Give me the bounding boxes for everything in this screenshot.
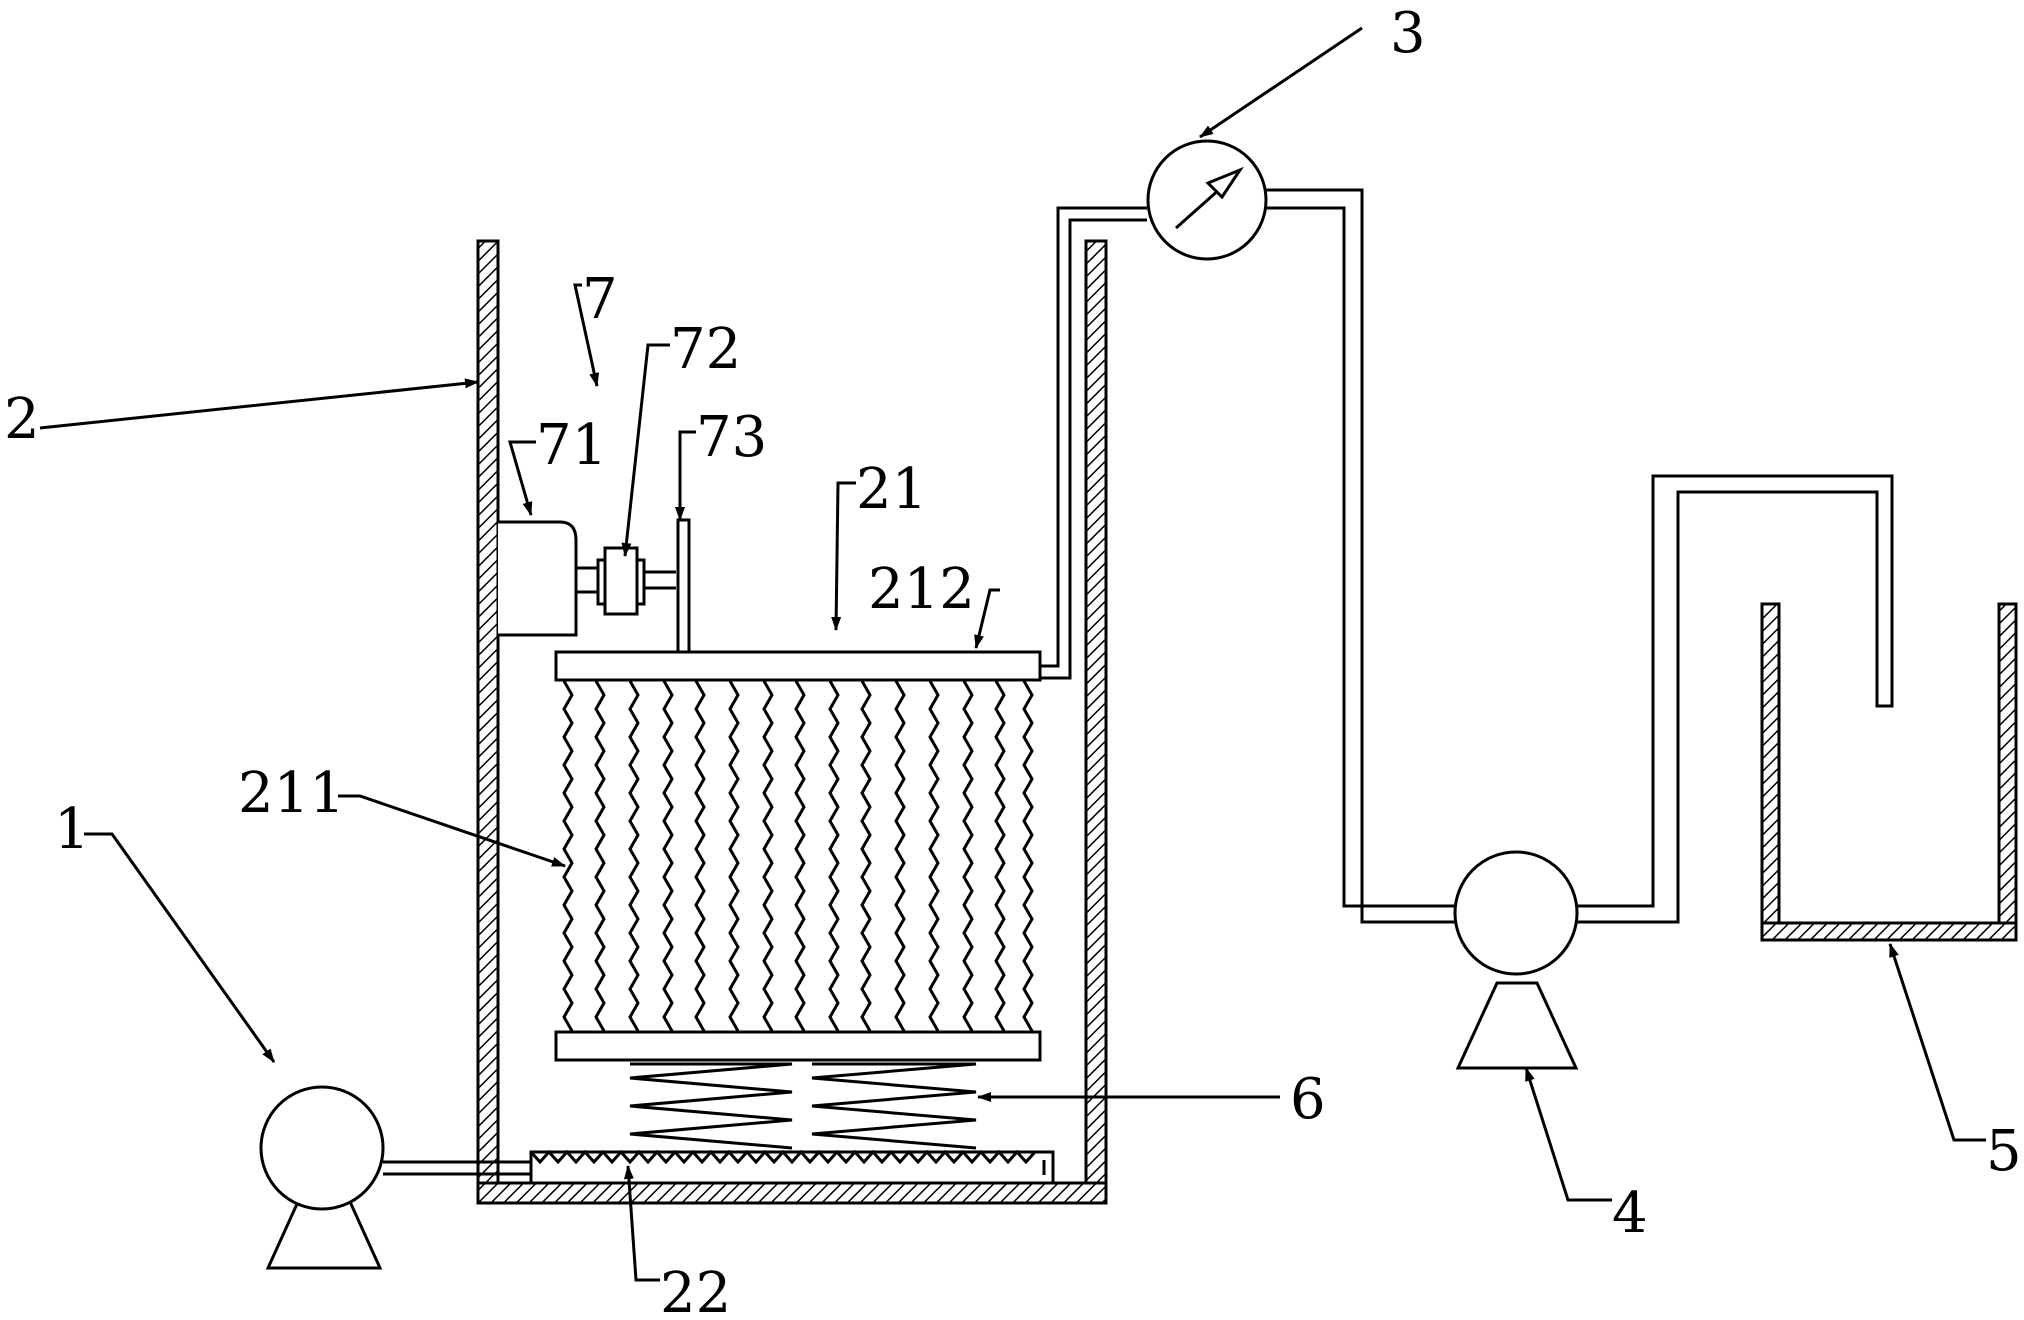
fiber-6 (728, 680, 740, 1032)
label-72: 72 (670, 317, 741, 382)
fiber-13 (962, 680, 974, 1032)
label-2: 2 (4, 387, 40, 452)
label-212: 212 (868, 557, 975, 622)
lower-header (554, 1030, 1042, 1062)
label-3: 3 (1390, 1, 1426, 66)
blower-pump (259, 1085, 531, 1270)
label-1: 1 (54, 797, 90, 862)
label-22: 22 (660, 1261, 731, 1320)
fiber-9 (828, 680, 840, 1032)
membrane-module (554, 650, 1042, 1062)
fiber-8 (794, 680, 806, 1032)
fiber-15 (1022, 680, 1034, 1032)
label-5: 5 (1986, 1119, 2022, 1184)
spring-support (629, 1062, 977, 1150)
fiber-14 (994, 680, 1006, 1032)
fiber-10 (860, 680, 872, 1032)
label-6: 6 (1290, 1067, 1326, 1132)
label-73: 73 (696, 405, 767, 470)
discharge-pipe (1577, 474, 1894, 924)
coupling (576, 546, 676, 616)
callout-labels: 2 3 7 71 72 73 21 212 211 1 6 22 4 5 (4, 1, 2022, 1320)
drive-motor (498, 520, 578, 637)
pressure-gauge (1146, 139, 1268, 261)
fiber-7 (762, 680, 774, 1032)
label-71: 71 (536, 413, 607, 478)
fiber-2 (594, 680, 606, 1032)
label-4: 4 (1612, 1181, 1648, 1246)
fiber-12 (928, 680, 940, 1032)
fiber-4 (662, 680, 674, 1032)
outlet-pipe (1266, 188, 1455, 924)
label-211: 211 (238, 761, 345, 826)
aerator (529, 1149, 1055, 1185)
suction-pipe (1040, 206, 1147, 680)
main-tank (476, 239, 1108, 1205)
shaft (676, 518, 691, 654)
collection-tank (1760, 602, 2018, 942)
fiber-11 (894, 680, 906, 1032)
label-7: 7 (582, 267, 618, 332)
fiber-1 (562, 680, 574, 1032)
upper-header (554, 650, 1042, 682)
fiber-3 (628, 680, 640, 1032)
hollow-fiber-membranes (562, 680, 1034, 1032)
leader-lines (39, 26, 1986, 1282)
fiber-5 (694, 680, 706, 1032)
label-21: 21 (856, 457, 927, 522)
suction-pump (1453, 850, 1579, 1070)
